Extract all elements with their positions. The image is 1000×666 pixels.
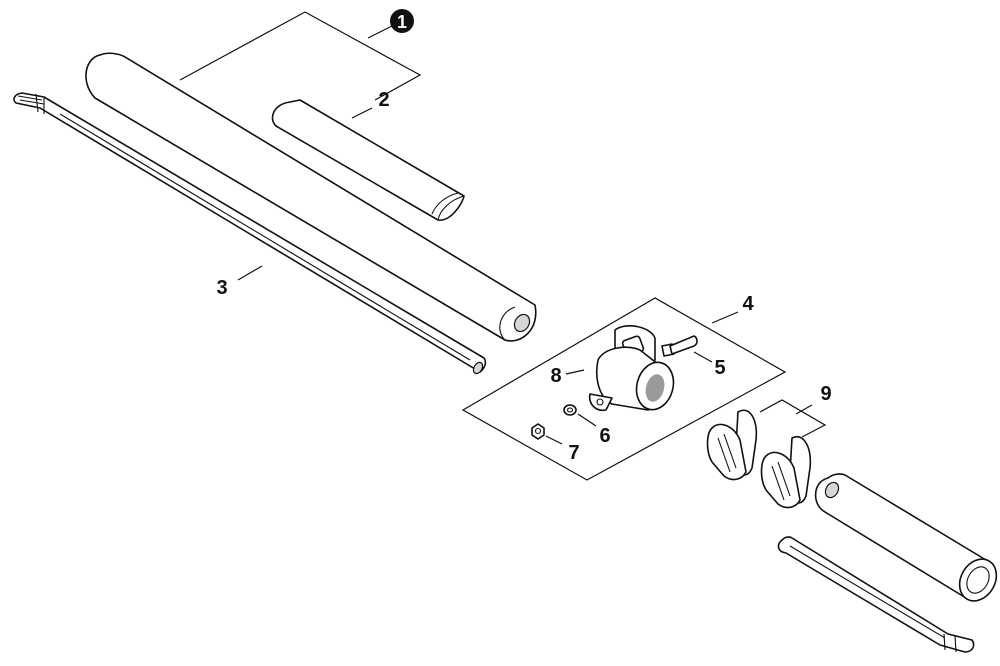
lower-outer-tube xyxy=(814,473,998,602)
callout-6: 6 xyxy=(599,425,610,447)
leader-5 xyxy=(693,351,713,363)
assembly-bracket-1 xyxy=(179,11,422,101)
callout-3: 3 xyxy=(216,277,227,299)
clip-left xyxy=(706,409,758,481)
clips-bracket-9 xyxy=(759,399,827,438)
nut xyxy=(531,423,545,440)
callout-1-label: 1 xyxy=(397,12,407,32)
lower-drive-shaft xyxy=(777,536,975,653)
kit-bracket-4 xyxy=(461,297,787,481)
drive-shaft xyxy=(13,92,487,375)
callout-2: 2 xyxy=(378,89,389,111)
callout-9: 9 xyxy=(820,383,831,405)
leader-3 xyxy=(237,265,263,281)
leader-7 xyxy=(545,435,563,445)
liner-tube xyxy=(271,99,465,221)
callout-8: 8 xyxy=(550,365,561,387)
handle-clamp xyxy=(588,325,675,412)
callout-badge-1: 1 xyxy=(390,9,414,33)
callout-5: 5 xyxy=(714,357,725,379)
clip-right xyxy=(760,435,812,509)
callout-7: 7 xyxy=(568,442,579,464)
leader-2 xyxy=(351,107,373,119)
bolt xyxy=(661,335,698,357)
outer-tube xyxy=(85,52,537,342)
callout-4: 4 xyxy=(742,293,754,315)
washer xyxy=(563,404,577,416)
leader-6 xyxy=(577,413,597,427)
leader-8 xyxy=(565,369,585,375)
